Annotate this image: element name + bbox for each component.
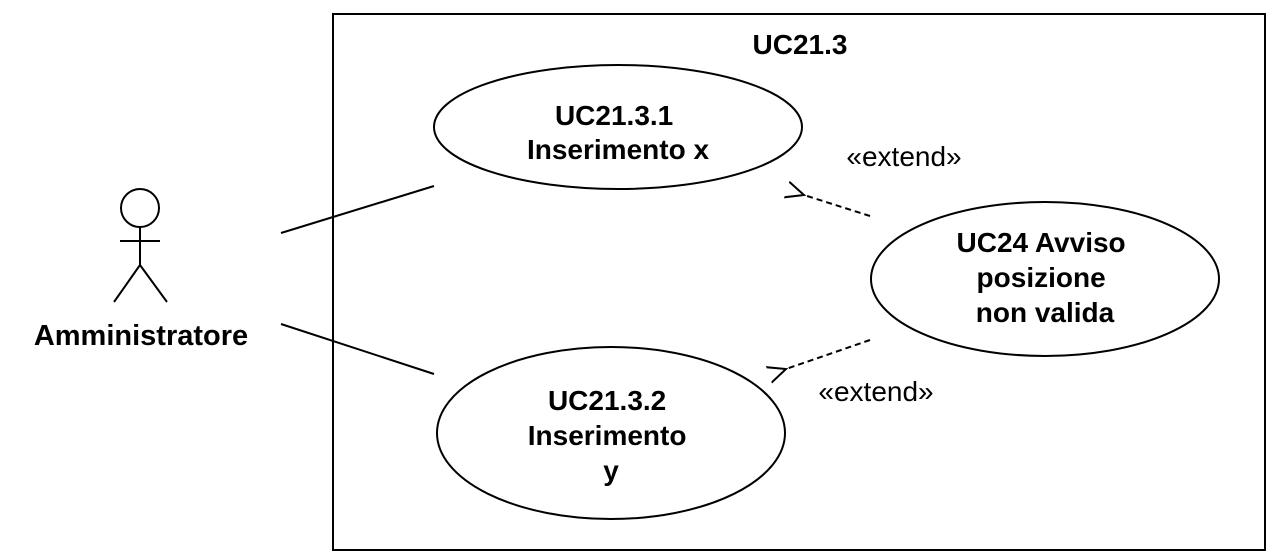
association-actor-uc21-3-2 — [280, 323, 435, 375]
use-case-uc24-label: UC24 Avviso posizione non valida — [957, 227, 1134, 328]
system-title: UC21.3 — [753, 29, 848, 60]
actor-amministratore — [113, 188, 168, 303]
extend-label-top: «extend» — [846, 141, 961, 172]
use-case-uc24-line-2: posizione — [977, 262, 1106, 293]
actor-left-leg — [113, 264, 141, 303]
use-case-uc21-3-1-line-2: Inserimento x — [527, 134, 709, 165]
use-case-uc21-3-2-line-3: y — [603, 455, 619, 486]
use-case-uc21-3-2-line-1: UC21.3.2 — [548, 385, 666, 416]
extend-arrow-bottom — [786, 339, 871, 369]
use-case-uc24-line-1: UC24 Avviso — [957, 227, 1126, 258]
extend-label-bottom: «extend» — [818, 376, 933, 407]
use-case-uc21-3-1 — [433, 64, 803, 190]
use-case-uc24 — [870, 201, 1220, 357]
actor-right-leg — [139, 264, 168, 303]
use-case-uc21-3-2-line-2: Inserimento — [528, 420, 687, 451]
actor-head — [120, 188, 160, 228]
use-case-uc24-line-3: non valida — [976, 297, 1115, 328]
extend-arrow-top — [804, 195, 871, 217]
use-case-uc21-3-1-line-1: UC21.3.1 — [555, 100, 673, 131]
use-case-uc21-3-2-label: UC21.3.2 Inserimento y — [528, 385, 694, 486]
actor-label: Amministratore — [34, 320, 248, 352]
use-case-uc21-3-2 — [436, 346, 786, 520]
use-case-uc21-3-1-label: UC21.3.1 Inserimento x — [527, 100, 709, 165]
association-actor-uc21-3-1 — [280, 185, 435, 234]
